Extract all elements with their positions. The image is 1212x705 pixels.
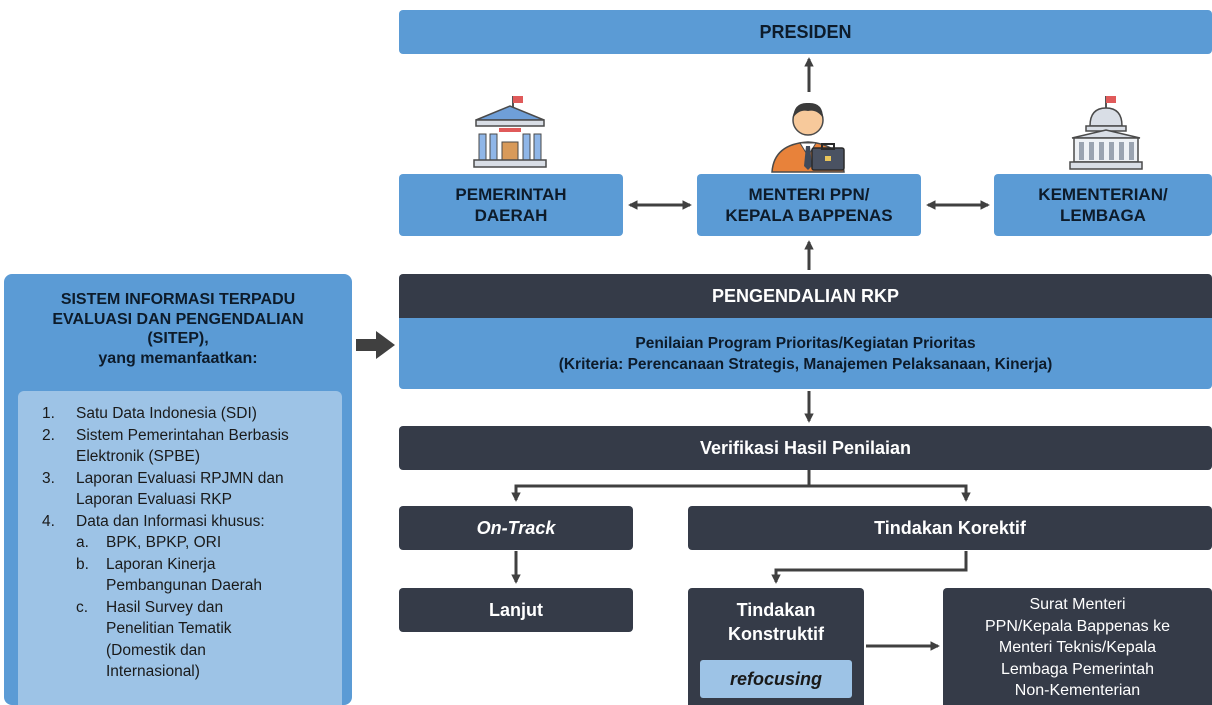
sub-list-item-text: BPK, BPKP, ORI [106, 534, 222, 551]
list-item: 3. Laporan Evaluasi RPJMN dan Laporan Ev… [28, 468, 332, 511]
list-item-text: Data dan Informasi khusus: [76, 512, 265, 530]
arrow-korektif-konstruktif [771, 551, 968, 584]
sub-list-item: a. BPK, BPKP, ORI [28, 532, 332, 554]
list-item: 2. Sistem Pemerintahan Berbasis Elektron… [28, 425, 332, 468]
verifikasi-box: Verifikasi Hasil Penilaian [399, 426, 1212, 470]
menteri-label: MENTERI PPN/ KEPALA BAPPENAS [725, 185, 893, 225]
on-track-label: On-Track [476, 517, 556, 538]
pemerintah-daerah-box: PEMERINTAH DAERAH [399, 174, 623, 236]
sitep-panel: SISTEM INFORMASI TERPADU EVALUASI DAN PE… [4, 274, 352, 705]
tindakan-korektif-box: Tindakan Korektif [688, 506, 1212, 550]
arrow-verifikasi-korektif [809, 484, 971, 502]
sub-list-item-letter: c. [76, 598, 89, 616]
pengendalian-title: PENGENDALIAN RKP [711, 285, 899, 306]
list-item-number: 3. [42, 469, 55, 487]
parliament-building-icon [1069, 96, 1143, 170]
pengendalian-body: Penilaian Program Prioritas/Kegiatan Pri… [399, 318, 1212, 389]
tindakan-konstruktif-label: Tindakan Konstruktif [728, 600, 824, 644]
surat-label: Surat Menteri PPN/Kepala Bappenas ke Men… [984, 596, 1170, 699]
lanjut-box: Lanjut [399, 588, 633, 632]
sub-list-item-letter: b. [76, 555, 89, 573]
list-item-text: Laporan Evaluasi RPJMN dan Laporan Evalu… [76, 469, 284, 509]
list-item: 1. Satu Data Indonesia (SDI) [28, 403, 332, 425]
list-item-text: Sistem Pemerintahan Berbasis Elektronik … [76, 426, 289, 466]
sub-list-item-text: Laporan Kinerja Pembangunan Daerah [106, 555, 262, 595]
list-item-text: Satu Data Indonesia (SDI) [76, 405, 257, 422]
sub-list-item: c. Hasil Survey dan Penelitian Tematik (… [28, 597, 332, 683]
arrow-sitep-pengendalian [356, 331, 395, 359]
on-track-box: On-Track [399, 506, 633, 550]
sub-list-item-letter: a. [76, 534, 89, 551]
surat-box: Surat Menteri PPN/Kepala Bappenas ke Men… [943, 588, 1212, 705]
menteri-box: MENTERI PPN/ KEPALA BAPPENAS [697, 174, 921, 236]
list-item: 4. Data dan Informasi khusus: [28, 511, 332, 533]
list-item-number: 2. [42, 426, 55, 444]
presiden-label: PRESIDEN [759, 21, 852, 42]
sub-list-item-text: Hasil Survey dan Penelitian Tematik (Dom… [106, 598, 232, 681]
sitep-title: SISTEM INFORMASI TERPADU EVALUASI DAN PE… [52, 291, 304, 367]
list-item-number: 1. [42, 405, 55, 422]
verifikasi-label: Verifikasi Hasil Penilaian [699, 437, 912, 458]
arrow-verifikasi-branch [511, 470, 811, 502]
pengendalian-header: PENGENDALIAN RKP [399, 274, 1212, 318]
tindakan-korektif-label: Tindakan Korektif [874, 517, 1026, 538]
government-building-icon [473, 96, 547, 168]
kementerian-label: KEMENTERIAN/ LEMBAGA [1038, 185, 1168, 225]
refocusing-label: refocusing [729, 668, 822, 689]
sitep-list: 1. Satu Data Indonesia (SDI) 2. Sistem P… [18, 391, 342, 705]
presiden-box: PRESIDEN [399, 10, 1212, 54]
pengendalian-criteria: Penilaian Program Prioritas/Kegiatan Pri… [558, 334, 1053, 373]
pemerintah-daerah-label: PEMERINTAH DAERAH [455, 185, 567, 225]
lanjut-label: Lanjut [489, 599, 543, 620]
list-item-number: 4. [42, 512, 55, 530]
sub-list-item: b. Laporan Kinerja Pembangunan Daerah [28, 554, 332, 597]
refocusing-box: refocusing [700, 660, 852, 698]
businessman-icon [771, 102, 845, 173]
kementerian-box: KEMENTERIAN/ LEMBAGA [994, 174, 1212, 236]
